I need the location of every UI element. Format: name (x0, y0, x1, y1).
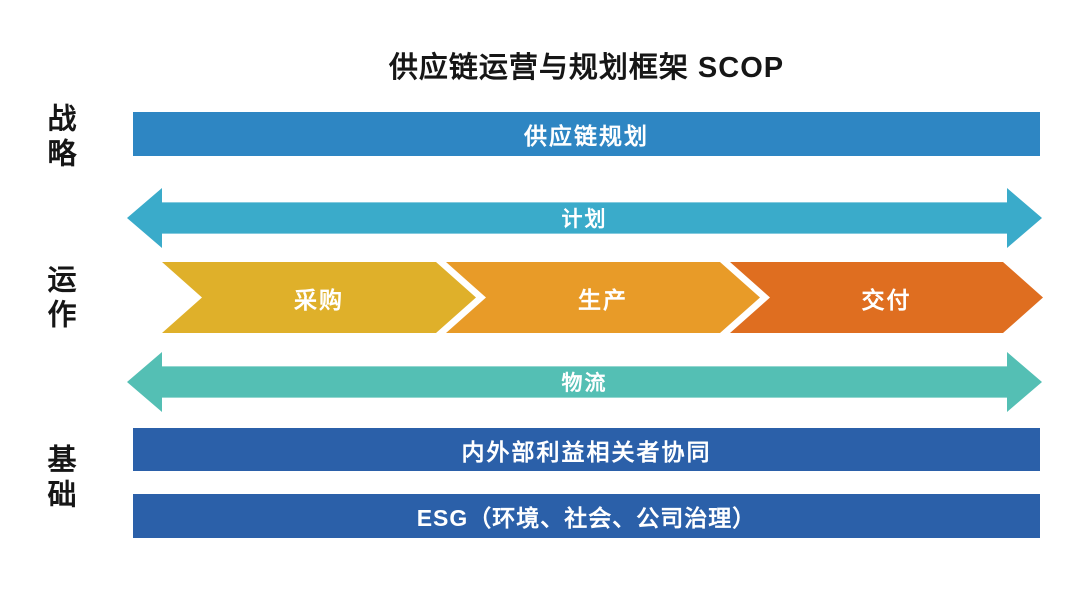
row-label-operation: 运作 (43, 264, 75, 334)
diagram-title: 供应链运营与规划框架 SCOP (388, 52, 785, 84)
stakeholder-collaboration-bar: 内外部利益相关者协同 (133, 428, 1040, 471)
chevron-production: 生产 (446, 262, 760, 333)
plan-double-arrow: 计划 (127, 188, 1042, 248)
esg-bar: ESG（环境、社会、公司治理） (133, 494, 1040, 538)
logistics-double-arrow: 物流 (127, 352, 1042, 412)
process-chevron-band: 采购 生产 交付 (133, 262, 1040, 333)
row-label-strategy: 战略 (43, 103, 75, 173)
supply-chain-planning-bar: 供应链规划 (133, 112, 1040, 156)
chevron-procurement: 采购 (162, 262, 476, 333)
diagram-column: 供应链规划 计划 采购 生产 交付 物流 内外部利益相关者协同 ESG（环境、社… (133, 0, 1040, 591)
chevron-delivery: 交付 (730, 262, 1043, 333)
row-label-foundation: 基础 (43, 444, 75, 514)
